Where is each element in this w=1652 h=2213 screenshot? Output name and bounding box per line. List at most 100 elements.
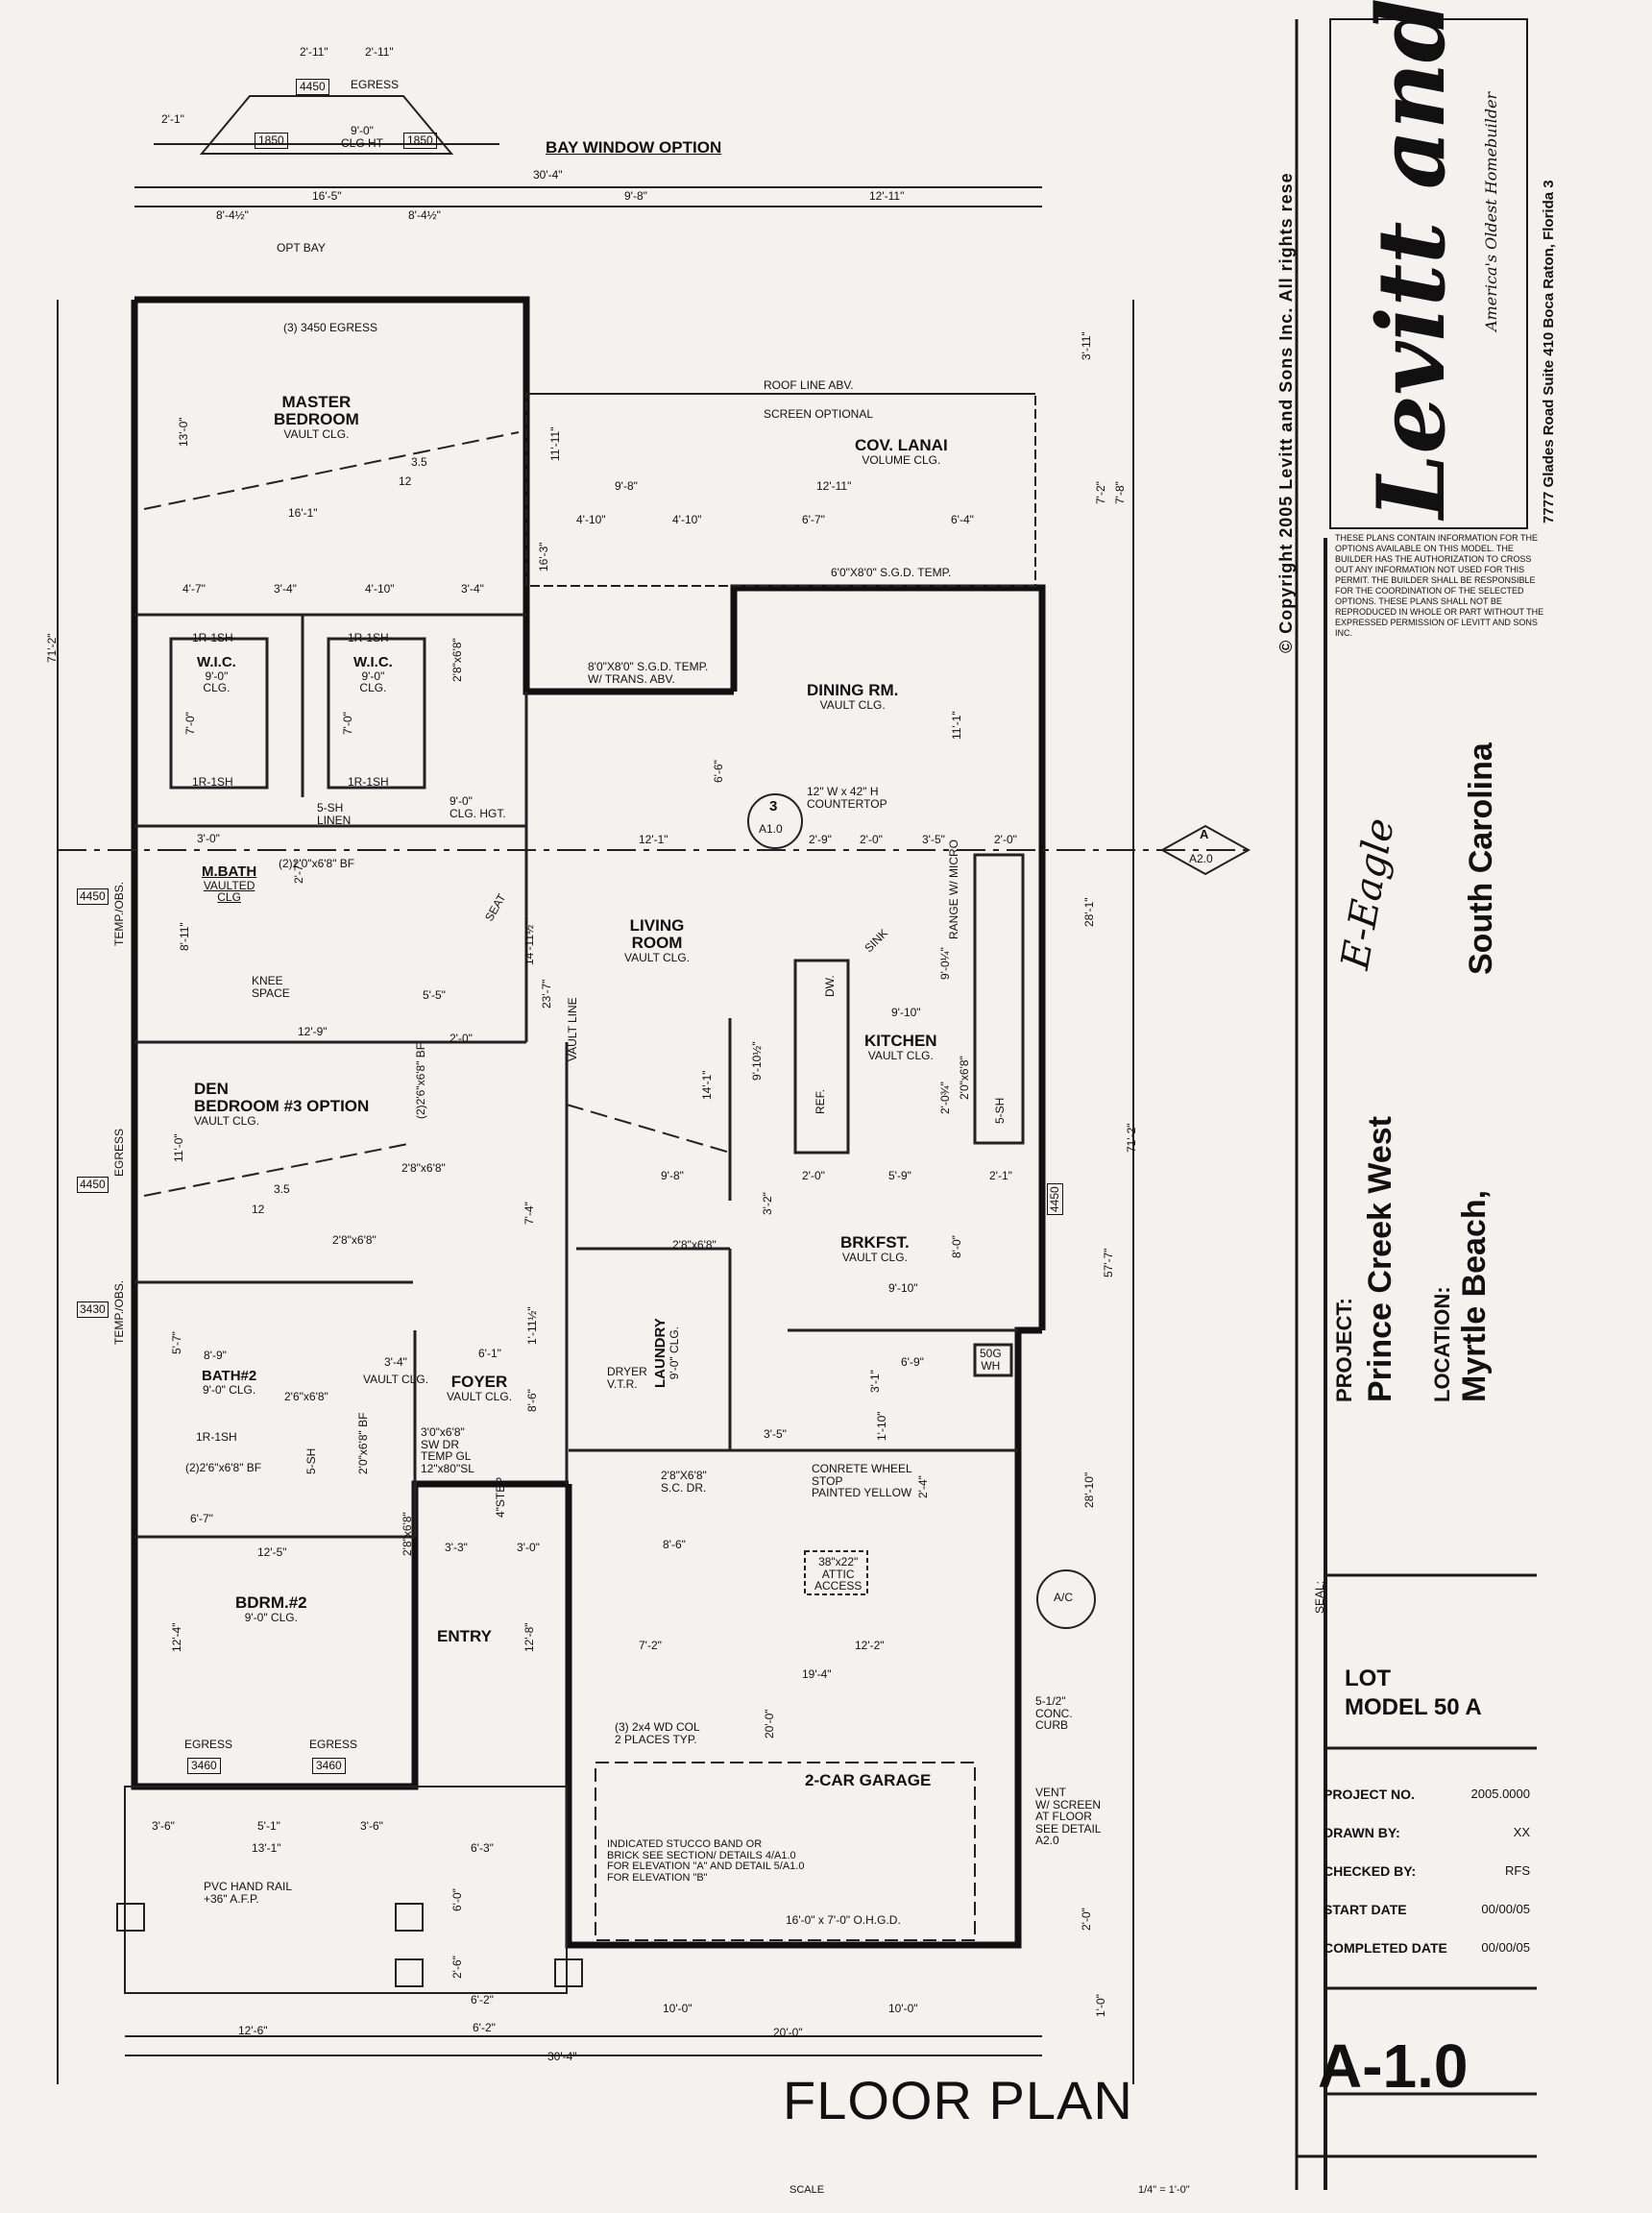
dim-kitchen-h: 2'-9" xyxy=(809,833,832,846)
dim-living-f: 14'-1" xyxy=(700,1070,714,1100)
garage-door-note: 16'-0" x 7'-0" O.H.G.D. xyxy=(786,1913,901,1927)
dim-mbath-c: 2'-7" xyxy=(292,861,305,884)
door-den-bf: (2)2'6"x6'8" BF xyxy=(414,1042,427,1119)
room-wic-left: W.I.C.9'-0"CLG. xyxy=(197,654,236,695)
room-wic-right: W.I.C.9'-0"CLG. xyxy=(353,654,393,695)
dim-den-d: 2'-0" xyxy=(449,1032,473,1045)
dim-dining-w: 6'-6" xyxy=(712,760,725,783)
dim-garage-b: 7'-2" xyxy=(639,1639,662,1652)
dim-wic-b: 3'-4" xyxy=(274,582,297,596)
dim-kitchen-j: 3'-5" xyxy=(922,833,945,846)
room-breakfast: BRKFST.VAULT CLG. xyxy=(840,1233,910,1264)
section-callout-circle xyxy=(747,793,803,849)
opt-bay-label: OPT BAY xyxy=(277,241,326,255)
ac-label: A/C xyxy=(1054,1591,1074,1604)
exterior-wall-garage xyxy=(565,1326,1042,1949)
step-note: 4"STEP xyxy=(494,1476,507,1518)
dim-lanai-f: 6'-4" xyxy=(951,513,974,526)
door-wic-a: 2'8"x6'8" xyxy=(450,638,464,682)
conc-curb-note: 5-1/2"CONC.CURB xyxy=(1035,1694,1073,1733)
dim-garage-h: 1'-10" xyxy=(875,1411,888,1441)
slope-master-run: 12 xyxy=(399,474,412,488)
dim-left-overall: 71'-2" xyxy=(45,633,59,663)
dim-garage-i: 2'-4" xyxy=(916,1475,930,1498)
dim-mbath-d: 3'-0" xyxy=(197,832,220,845)
dim-kitchen-e: 9'-0¼" xyxy=(938,947,952,980)
dim-right-i: 2'-0" xyxy=(1080,1908,1093,1931)
location-label: LOCATION: xyxy=(1430,1286,1454,1402)
dim-kitchen-i: 2'-0" xyxy=(860,833,883,846)
lanai-sgd-note: 6'0"X8'0" S.G.D. TEMP. xyxy=(831,566,952,579)
dim-bath2-d: 6'-7" xyxy=(190,1512,213,1525)
title-block-rows: PROJECT NO.2005.0000 DRAWN BY:XX CHECKED… xyxy=(1324,1787,1530,1979)
dim-right-b: 7'-2" xyxy=(1094,481,1107,504)
seal-label: SEAL: xyxy=(1313,1580,1326,1614)
dim-garage-j: 3'-1" xyxy=(868,1370,882,1393)
dim-top-left: 16'-5" xyxy=(312,189,342,203)
elevation-callout-sheet: A2.0 xyxy=(1189,852,1213,865)
dim-right-h: 1'-0" xyxy=(1094,1994,1107,2017)
section-callout-sheet: A1.0 xyxy=(759,822,783,836)
bay-window-4450: 4450 xyxy=(296,79,329,95)
room-entry: ENTRY xyxy=(437,1627,492,1645)
dim-wic-c: 4'-10" xyxy=(365,582,395,596)
dim-bdrm-a: 12'-5" xyxy=(257,1545,287,1559)
master-egress-note: (3) 3450 EGRESS xyxy=(283,321,378,334)
room-dining: DINING RM.VAULT CLG. xyxy=(807,681,899,712)
door-laundry: 2'8"x6'8" xyxy=(672,1238,717,1252)
dim-entry-h: 2'-6" xyxy=(450,1956,464,1979)
dim-foyer-c: 8'-6" xyxy=(525,1389,539,1412)
ac-unit xyxy=(1036,1569,1096,1629)
window-3460-a: 3460 xyxy=(187,1758,221,1774)
water-heater xyxy=(973,1343,1013,1377)
dim-den-b: 11'-0" xyxy=(172,1133,185,1162)
tb-row: DRAWN BY:XX xyxy=(1324,1825,1530,1840)
egress-den: EGRESS xyxy=(112,1128,126,1177)
dim-lanai-a: 9'-8" xyxy=(615,479,638,493)
bay-egress: EGRESS xyxy=(351,78,400,91)
dim-entry-d: 6'-3" xyxy=(471,1841,494,1855)
refrigerator-label: REF. xyxy=(814,1088,827,1114)
floor-plan-title: FLOOR PLAN xyxy=(783,2070,1133,2130)
lot-label: LOT xyxy=(1345,1666,1391,1691)
screen-optional-note: SCREEN OPTIONAL xyxy=(764,407,874,421)
dim-bdrm-e: 5'-1" xyxy=(257,1819,280,1833)
window-4450-den: 4450 xyxy=(77,1177,109,1193)
section-callout-number: 3 xyxy=(769,798,778,815)
slope-den-rise: 3.5 xyxy=(274,1182,290,1196)
dim-bath2-c: 5'-7" xyxy=(170,1331,183,1354)
bath2-hall-vault: VAULT CLG. xyxy=(363,1373,429,1386)
door-den: 2'8"x6'8" xyxy=(401,1161,446,1175)
dim-foyer-b: 1'-11½" xyxy=(525,1306,539,1345)
dim-wic-e: 7'-0" xyxy=(183,712,197,735)
vault-line-master xyxy=(143,431,520,510)
dim-kitchen-d: 9'-10½" xyxy=(750,1041,764,1081)
porch-column-b xyxy=(395,1903,424,1932)
dim-bottom-b: 10'-0" xyxy=(888,2002,918,2015)
location-city: Myrtle Beach, xyxy=(1456,1189,1493,1402)
dim-master-depth: 13'-0" xyxy=(177,417,190,447)
wic-left-shelf-top: 1R-1SH xyxy=(192,631,233,644)
egress-bdrm2-a: EGRESS xyxy=(184,1738,233,1751)
dim-master-width: 16'-1" xyxy=(288,506,318,520)
pantry-shelf: 5-SH xyxy=(993,1097,1007,1124)
door-bath2-linen: 2'0"x6'8" BF xyxy=(356,1412,370,1474)
scale-label: SCALE xyxy=(790,2184,825,2196)
dim-bay-a: 8'-4½" xyxy=(216,208,249,222)
dim-foyer-a: 6'-1" xyxy=(478,1347,501,1360)
hand-rail-note: PVC HAND RAIL+36" A.F.P. xyxy=(204,1880,293,1906)
dim-brk-b: 8'-0" xyxy=(950,1235,963,1258)
wic-left-box xyxy=(169,637,269,790)
